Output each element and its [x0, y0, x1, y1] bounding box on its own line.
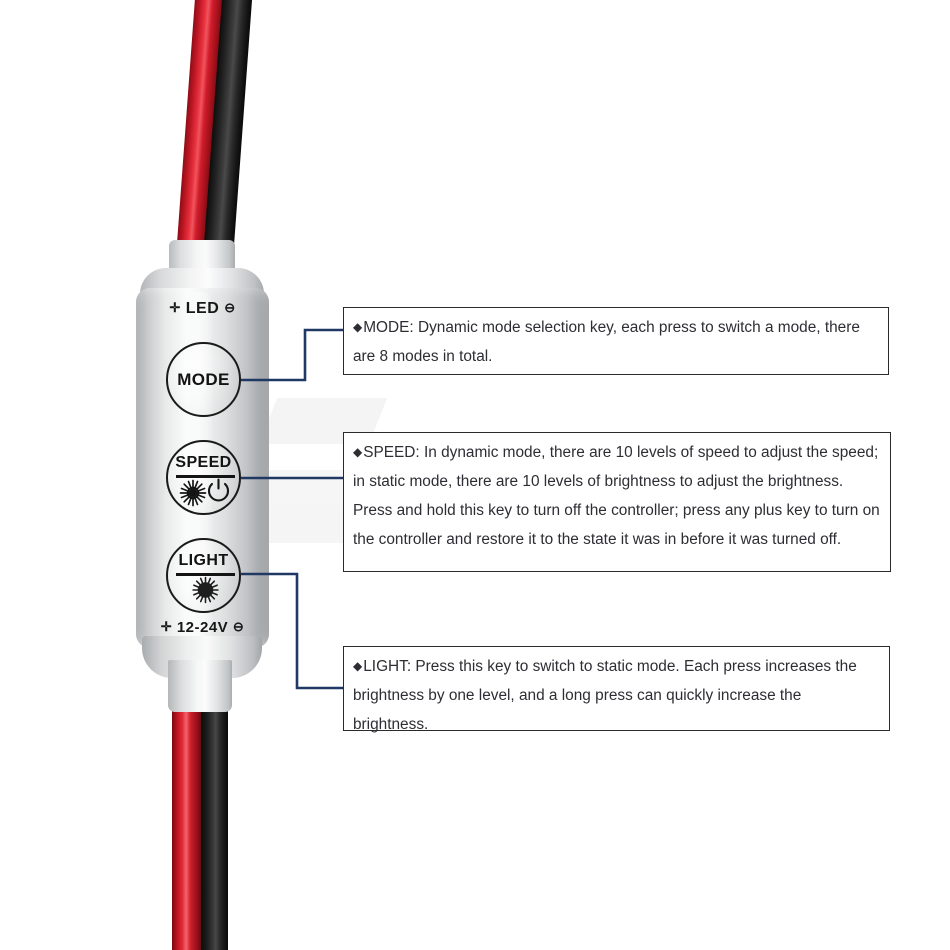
- speed-button-divider: [176, 475, 235, 478]
- annotation-text-speed: SPEED: In dynamic mode, there are 10 lev…: [353, 444, 880, 548]
- speed-button-icons: [168, 478, 239, 512]
- power-icon: [207, 478, 230, 502]
- red-wire-icon: [172, 700, 202, 950]
- top-wire-pair: [176, 0, 253, 261]
- filled-sun-icon: [192, 576, 219, 604]
- annotation-text-light: LIGHT: Press this key to switch to stati…: [353, 658, 857, 733]
- bullet-icon: ◆: [353, 320, 363, 334]
- bottom-wire-pair: [172, 700, 228, 950]
- light-icon-svg: [192, 576, 219, 604]
- led-terminal-label: ✛ LED ⊖: [136, 300, 269, 318]
- mode-button[interactable]: MODE: [166, 342, 241, 417]
- speed-icons-svg: [179, 478, 230, 507]
- housing-bottom-neck: [168, 660, 232, 712]
- light-button-icons: [168, 576, 239, 610]
- voltage-terminal-label: ✛ 12-24V ⊖: [136, 619, 269, 636]
- plus-icon: ✛: [169, 300, 181, 315]
- mode-button-label: MODE: [177, 370, 230, 389]
- sun-icon: [179, 479, 207, 507]
- annotation-text-mode: MODE: Dynamic mode selection key, each p…: [353, 319, 860, 365]
- light-button[interactable]: LIGHT: [166, 538, 241, 613]
- annotation-box-mode: ◆MODE: Dynamic mode selection key, each …: [343, 307, 889, 375]
- black-wire-icon: [201, 700, 228, 950]
- led-label-text: LED: [185, 300, 220, 317]
- speed-button[interactable]: SPEED: [166, 440, 241, 515]
- bullet-icon: ◆: [353, 659, 363, 673]
- minus-icon: ⊖: [232, 619, 245, 634]
- light-button-divider: [176, 573, 235, 576]
- voltage-label-text: 12-24V: [176, 619, 229, 636]
- plus-icon: ✛: [160, 619, 173, 634]
- light-button-label: LIGHT: [178, 552, 229, 569]
- annotation-box-speed: ◆SPEED: In dynamic mode, there are 10 le…: [343, 432, 891, 572]
- bullet-icon: ◆: [353, 445, 363, 459]
- minus-icon: ⊖: [224, 300, 236, 315]
- speed-button-label: SPEED: [175, 454, 232, 471]
- annotation-box-light: ◆LIGHT: Press this key to switch to stat…: [343, 646, 890, 733]
